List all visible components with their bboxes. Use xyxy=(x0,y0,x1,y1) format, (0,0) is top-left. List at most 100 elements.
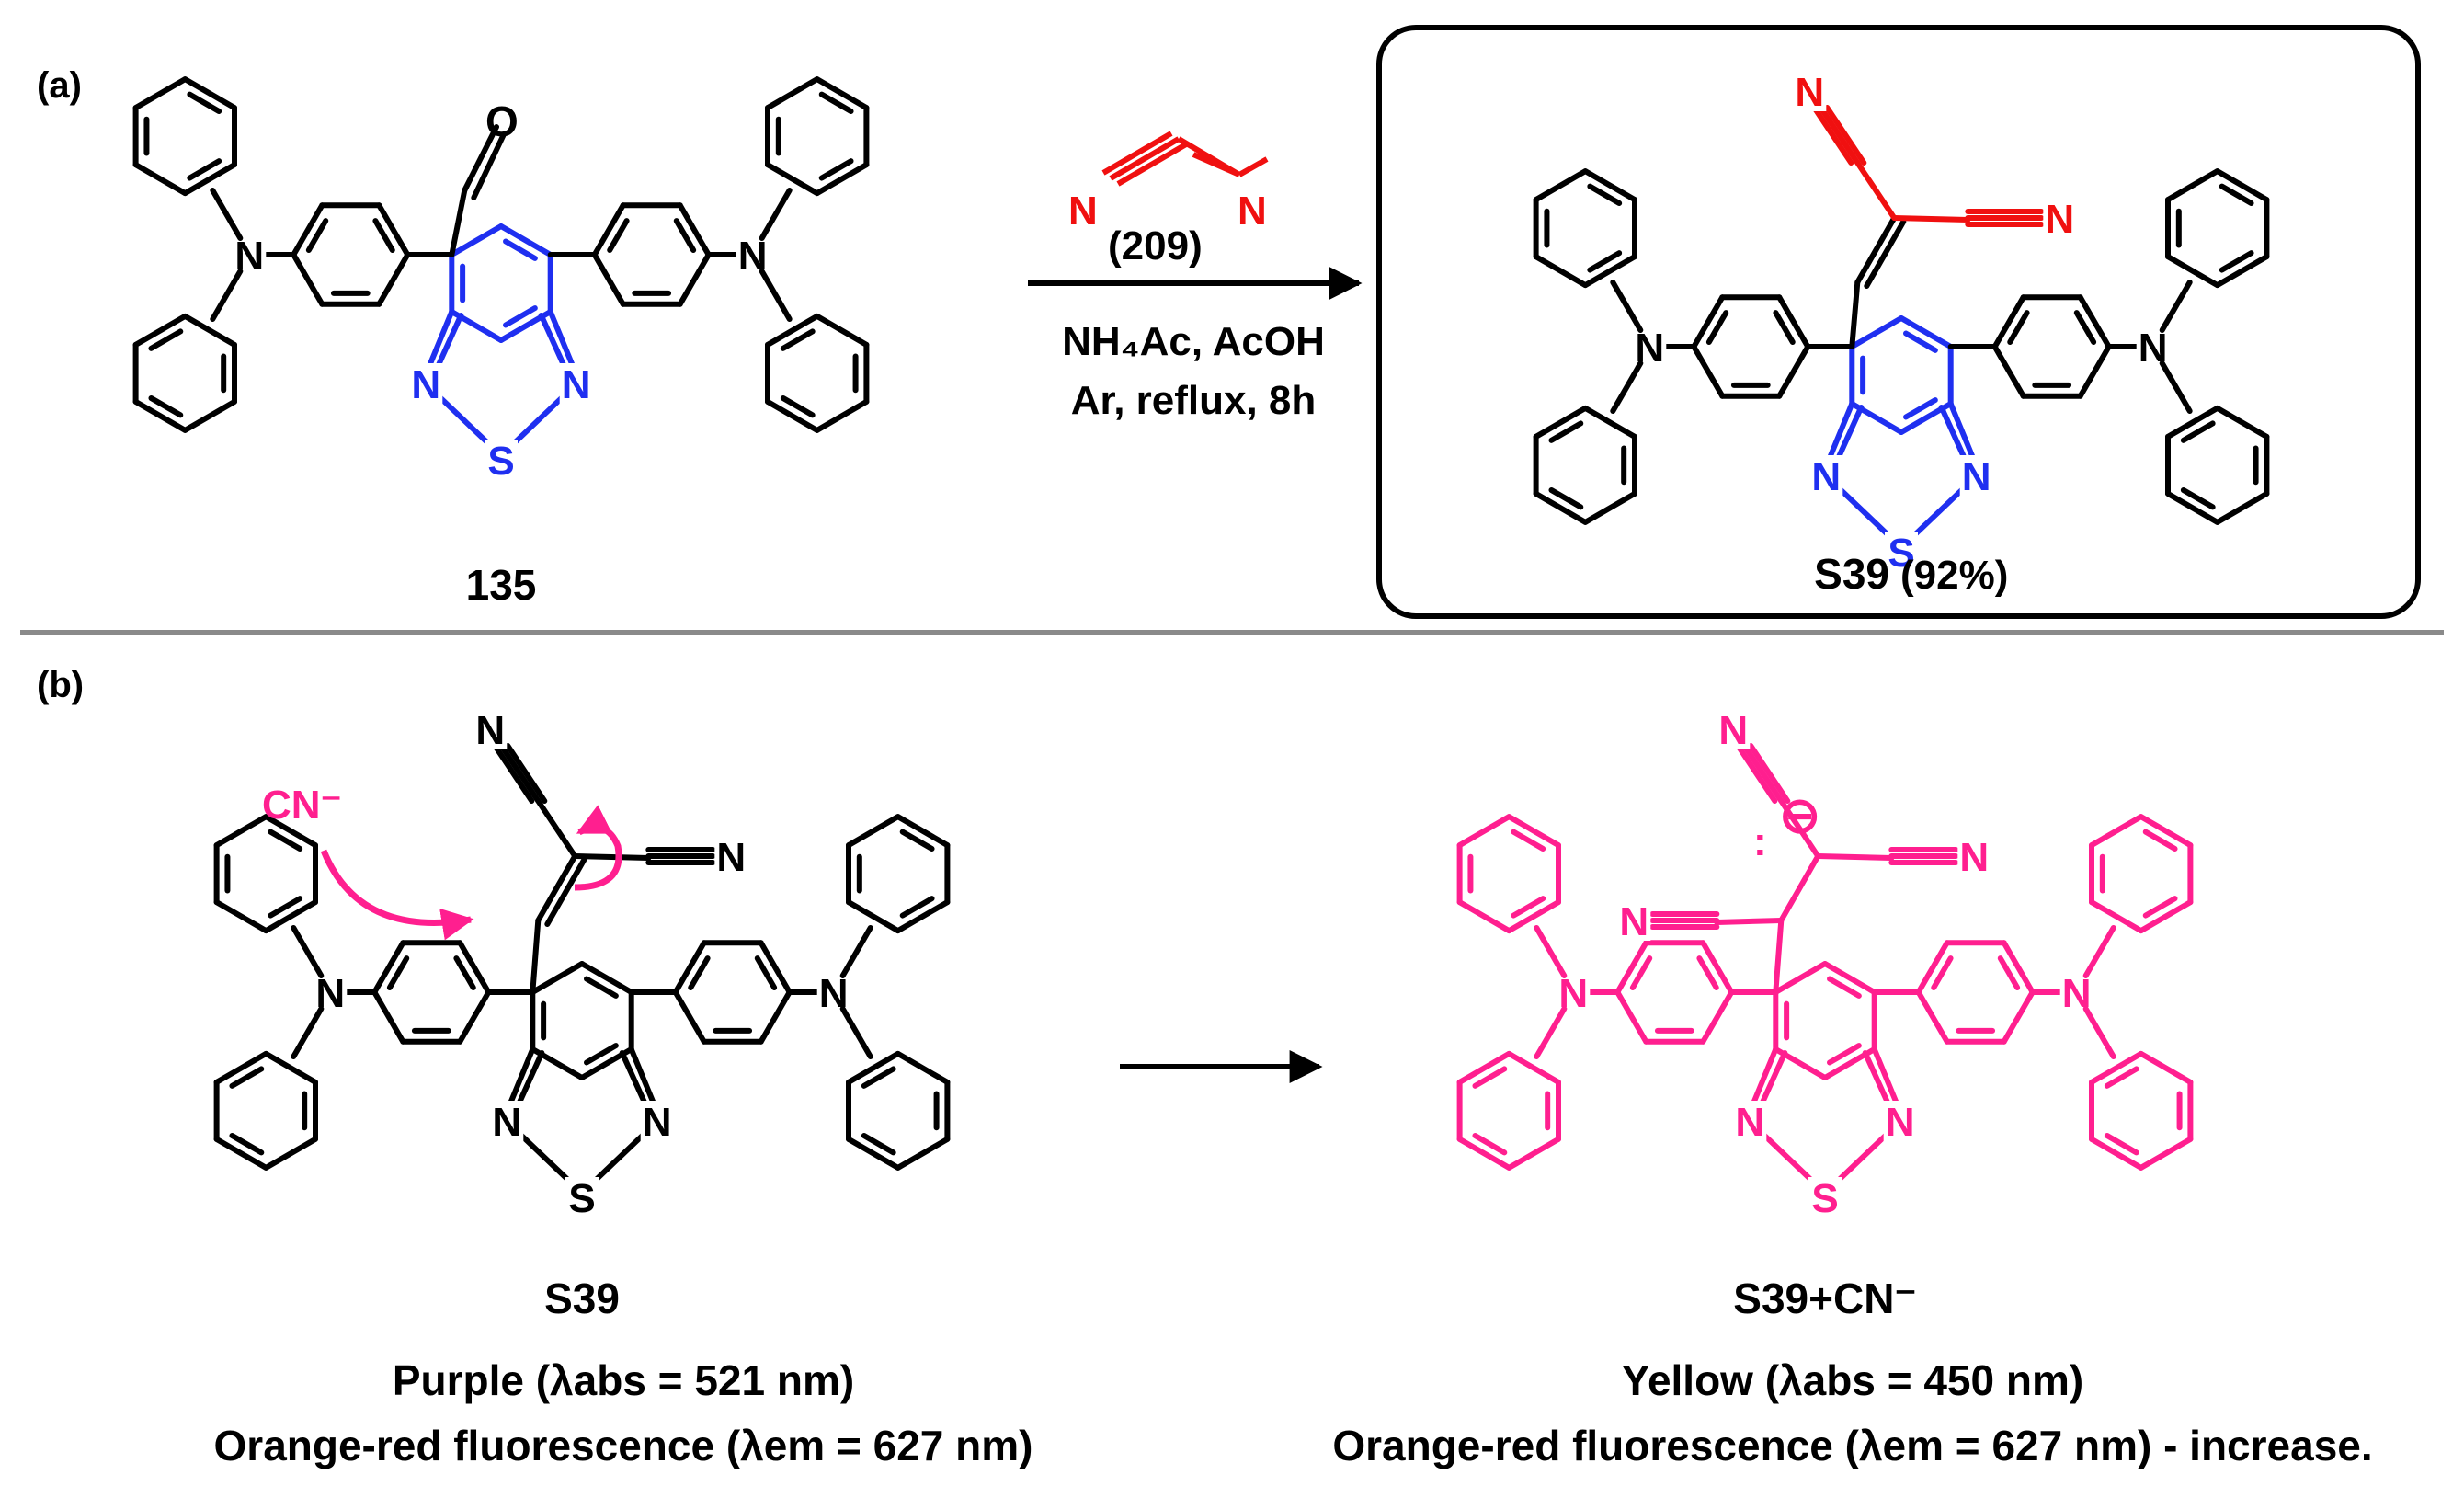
ring-double-bond xyxy=(1629,955,1653,990)
ring-double-bond xyxy=(1511,829,1546,852)
bond xyxy=(513,1050,545,1113)
ring-bond xyxy=(1506,814,1561,849)
ring-bond xyxy=(765,398,820,433)
atom-mask xyxy=(1717,709,1751,749)
atom-mask xyxy=(2043,198,2077,238)
ring-bond xyxy=(2165,254,2220,289)
product-box xyxy=(1376,25,2421,619)
ring-bond xyxy=(1691,344,1726,399)
nitrile-bond xyxy=(1714,918,1785,925)
ring-bond xyxy=(1582,405,1637,440)
ring-bond xyxy=(2077,344,2112,399)
ring-bond xyxy=(1456,1136,1512,1171)
ring-double-bond xyxy=(2104,1132,2139,1156)
aldehyde-oxygen: O xyxy=(485,97,519,145)
atom-mask xyxy=(485,440,518,480)
ring-bond xyxy=(263,1050,318,1085)
thiadiazole-n: N xyxy=(1886,1100,1915,1145)
thiadiazole-n: N xyxy=(643,1100,672,1145)
ring-bond xyxy=(132,162,188,197)
ring-bond xyxy=(1691,294,1726,349)
bond xyxy=(619,1050,651,1113)
bond xyxy=(2159,360,2193,414)
ring-bond xyxy=(895,814,951,849)
ring-double-bond xyxy=(754,955,778,990)
ring-double-bond xyxy=(780,394,816,418)
ring-bond xyxy=(530,961,585,995)
nitrile-bond xyxy=(535,798,578,859)
ring-bond xyxy=(672,989,707,1045)
thiadiazole-s: S xyxy=(1888,531,1914,576)
ring-bond xyxy=(814,398,870,433)
ring-double-bond xyxy=(187,91,222,115)
bond xyxy=(1938,405,1970,467)
ring-bond xyxy=(1991,294,2026,349)
panel-b-label: (b) xyxy=(37,665,84,705)
ring-bond xyxy=(1773,961,1828,995)
ring-double-bond xyxy=(148,328,184,351)
nitrile-triple xyxy=(505,743,548,804)
ring-bond xyxy=(814,76,870,111)
atom-mask xyxy=(640,1101,674,1141)
ring-double-bond xyxy=(2104,1066,2139,1089)
ring-double-bond xyxy=(1903,330,1938,353)
bond xyxy=(1862,1050,1894,1113)
nitrile-n: N xyxy=(1619,899,1648,944)
nitrile-triple xyxy=(1824,105,1867,166)
atom-mask xyxy=(1959,455,1993,496)
bond xyxy=(1910,486,1967,540)
ring-bond xyxy=(1533,254,1589,289)
reagent-n-left: N xyxy=(1068,189,1098,234)
ring-bond xyxy=(1899,315,1954,349)
nitrile-triple xyxy=(1741,743,1785,804)
bond xyxy=(210,269,244,322)
ring-bond xyxy=(2214,490,2270,525)
atom-mask xyxy=(409,363,443,404)
ring-bond xyxy=(1533,405,1589,440)
anion-lone-pair: : xyxy=(1753,819,1767,864)
ring-bond xyxy=(2077,294,2112,349)
ring-double-bond xyxy=(1931,955,1954,990)
thiadiazole-n: N xyxy=(1735,1100,1764,1145)
atom-mask xyxy=(1793,71,1827,111)
nitrile-bond xyxy=(1891,215,1971,223)
ring-bond xyxy=(846,814,901,849)
ring-bond xyxy=(765,313,820,348)
bond xyxy=(2159,280,2193,333)
ring-bond xyxy=(1582,254,1637,289)
ring-bond xyxy=(591,252,626,307)
ring-bond xyxy=(371,940,406,995)
atom-mask xyxy=(714,836,748,876)
ring-bond xyxy=(765,162,820,197)
ring-double-bond xyxy=(899,896,935,919)
bond xyxy=(2082,925,2116,978)
ring-bond xyxy=(895,899,951,934)
ring-bond xyxy=(2138,899,2194,934)
thiadiazole-s: S xyxy=(1811,1176,1838,1221)
atom-mask xyxy=(1957,836,1991,876)
ring-double-bond xyxy=(229,1132,265,1156)
atom-mask xyxy=(2136,326,2170,367)
reagent-id: (209) xyxy=(1108,223,1203,269)
ring-bond xyxy=(132,76,188,111)
ring-bond xyxy=(2089,1136,2144,1171)
ring-double-bond xyxy=(780,328,816,351)
ring-double-bond xyxy=(2073,310,2097,345)
ring-bond xyxy=(1582,168,1637,203)
ring-bond xyxy=(1456,899,1512,934)
atom-mask xyxy=(1557,972,1591,1012)
nitrile-triple xyxy=(1735,743,1778,804)
atom-mask xyxy=(1808,1177,1842,1217)
ring-bond xyxy=(2001,940,2036,995)
ring-double-bond xyxy=(899,829,935,852)
atom-mask xyxy=(473,709,508,749)
ring-double-bond xyxy=(2142,896,2178,919)
ring-double-bond xyxy=(1472,1132,1508,1156)
sp3-bond xyxy=(1778,853,1821,923)
ring-bond xyxy=(291,252,325,307)
ring-bond xyxy=(2001,989,2036,1045)
s39-cn-label: S39+CN⁻ xyxy=(1733,1275,1916,1322)
panel-a-label: (a) xyxy=(37,65,82,106)
